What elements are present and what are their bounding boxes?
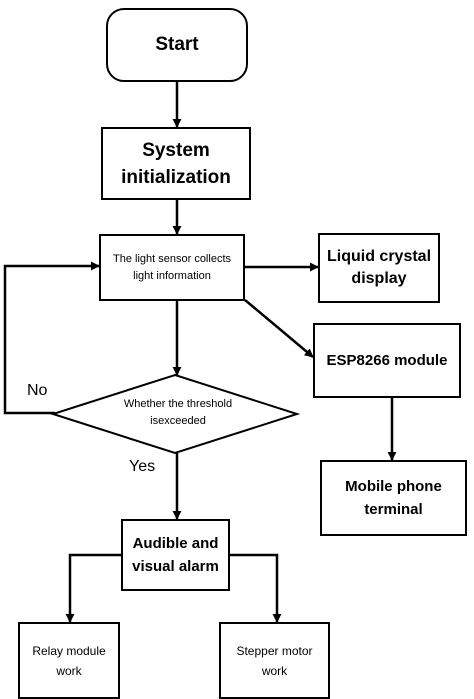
arrow-sensor-to-esp (244, 299, 314, 358)
arrow-decision-no-loop (3, 261, 100, 415)
node-mobile-phone-terminal: Mobile phone terminal (320, 460, 467, 536)
node-start: Start (106, 8, 248, 82)
arrow-alarm-to-relay (65, 553, 121, 623)
node-relay-module-work: Relay module work (18, 622, 120, 699)
edge-label-yes: Yes (129, 458, 156, 475)
arrow-alarm-to-stepper (230, 553, 282, 623)
decision-diamond (49, 373, 301, 455)
node-system-initialization: System initialization (101, 127, 251, 200)
edge-label-no: No (27, 382, 48, 399)
node-alarm: Audible and visual alarm (121, 519, 230, 591)
node-liquid-crystal-display: Liquid crystal display (318, 233, 440, 303)
node-esp8266-module: ESP8266 module (313, 323, 461, 398)
node-stepper-motor-work: Stepper motor work (219, 622, 330, 699)
node-light-sensor: The light sensor collects light informat… (99, 234, 245, 301)
node-decision-text: Whether the threshold isexceeded (123, 398, 233, 427)
